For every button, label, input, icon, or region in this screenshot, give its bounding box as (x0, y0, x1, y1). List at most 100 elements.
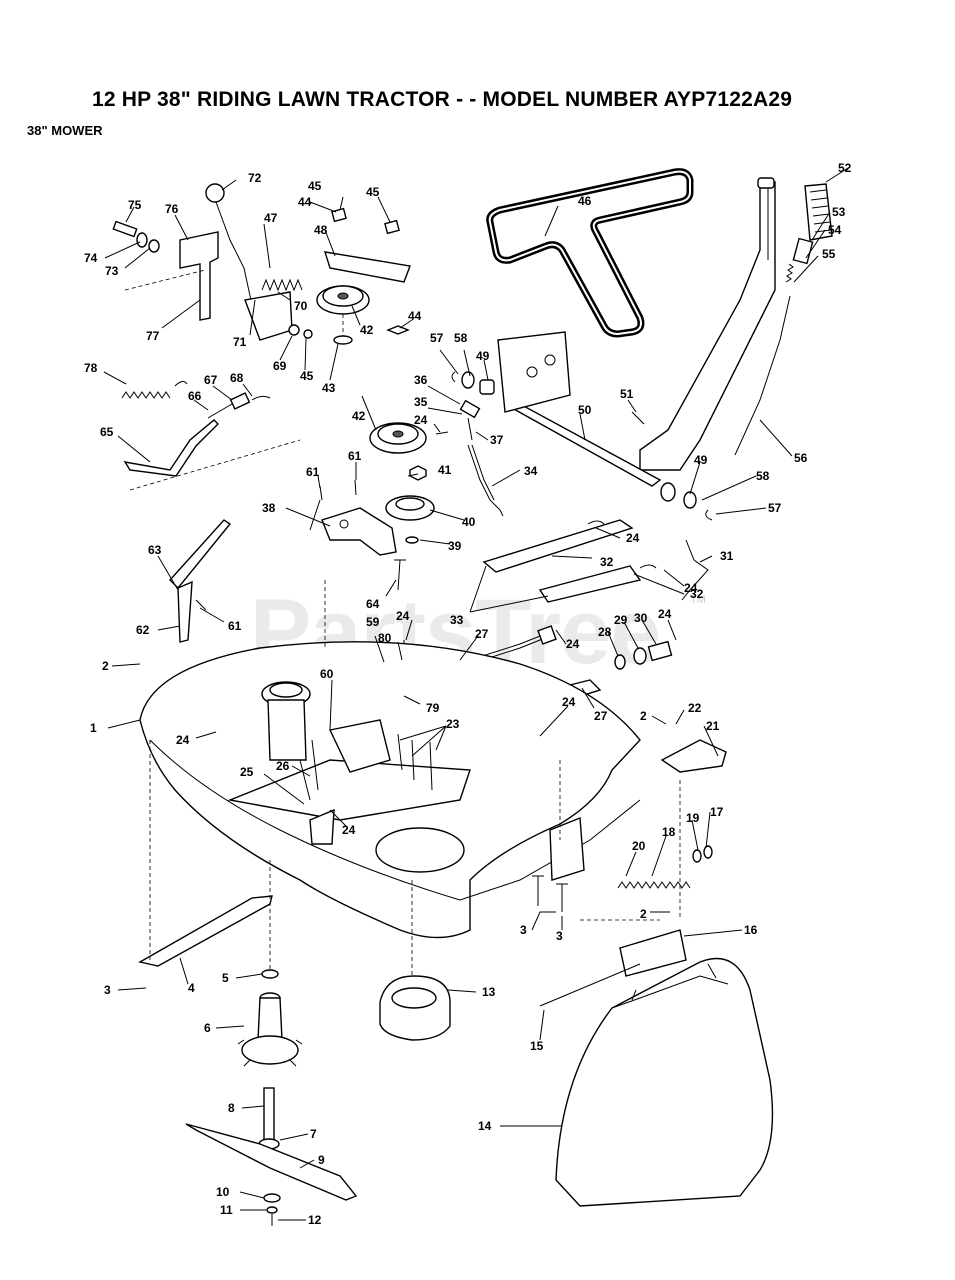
callout-72[interactable]: 72 (248, 171, 262, 185)
callout-60[interactable]: 60 (320, 667, 334, 681)
part-tension-spring[interactable] (121, 380, 271, 419)
callout-7[interactable]: 7 (310, 1127, 317, 1141)
part-rear-plate[interactable] (660, 739, 727, 773)
callout-66[interactable]: 66 (188, 389, 202, 403)
part-blade-spindle-housing[interactable] (237, 969, 303, 1067)
callout-61[interactable]: 61 (348, 449, 362, 463)
part-discharge-chute[interactable] (555, 957, 774, 1207)
part-front-hanger[interactable] (169, 519, 232, 643)
part-link-rod[interactable] (467, 444, 504, 517)
part-mower-deck[interactable] (139, 641, 641, 939)
callout-13[interactable]: 13 (482, 985, 496, 999)
callout-51[interactable]: 51 (620, 387, 634, 401)
callout-45[interactable]: 45 (366, 185, 380, 199)
callout-16[interactable]: 16 (744, 923, 758, 937)
callout-79[interactable]: 79 (426, 701, 440, 715)
callout-74[interactable]: 74 (84, 251, 98, 265)
callout-45[interactable]: 45 (300, 369, 314, 383)
part-spindle-shaft[interactable] (258, 1087, 280, 1150)
callout-4[interactable]: 4 (188, 981, 195, 995)
callout-6[interactable]: 6 (204, 1021, 211, 1035)
part-spindle-pulley[interactable] (385, 495, 435, 544)
part-bushings-and-clips[interactable] (451, 371, 713, 521)
callout-24[interactable]: 24 (562, 695, 576, 709)
callout-24[interactable]: 24 (658, 607, 672, 621)
callout-24[interactable]: 24 (342, 823, 356, 837)
callout-62[interactable]: 62 (136, 623, 150, 637)
part-nut[interactable] (409, 465, 427, 481)
callout-38[interactable]: 38 (262, 501, 276, 515)
callout-57[interactable]: 57 (768, 501, 782, 515)
callout-76[interactable]: 76 (165, 202, 179, 216)
callout-43[interactable]: 43 (322, 381, 336, 395)
callout-52[interactable]: 52 (838, 161, 852, 175)
callout-30[interactable]: 30 (634, 611, 648, 625)
callout-41[interactable]: 41 (438, 463, 452, 477)
callout-32[interactable]: 32 (600, 555, 614, 569)
callout-44[interactable]: 44 (408, 309, 422, 323)
callout-34[interactable]: 34 (524, 464, 538, 478)
callout-19[interactable]: 19 (686, 811, 700, 825)
part-bolt-washer-set[interactable] (112, 220, 160, 253)
callout-5[interactable]: 5 (222, 971, 229, 985)
part-spring-assembly[interactable] (244, 278, 313, 341)
callout-2[interactable]: 2 (640, 709, 647, 723)
callout-53[interactable]: 53 (832, 205, 846, 219)
callout-40[interactable]: 40 (462, 515, 476, 529)
part-clutch-lever-arm[interactable] (639, 177, 776, 471)
callout-24[interactable]: 24 (414, 413, 428, 427)
part-rod-end-hardware[interactable] (435, 399, 481, 441)
callout-77[interactable]: 77 (146, 329, 160, 343)
callout-31[interactable]: 31 (720, 549, 734, 563)
callout-3[interactable]: 3 (104, 983, 111, 997)
callout-50[interactable]: 50 (578, 403, 592, 417)
callout-42[interactable]: 42 (352, 409, 366, 423)
callout-18[interactable]: 18 (662, 825, 676, 839)
part-upper-pulley[interactable] (316, 285, 370, 345)
callout-24[interactable]: 24 (396, 609, 410, 623)
part-idler-arm-plate[interactable] (319, 479, 397, 556)
callout-69[interactable]: 69 (273, 359, 287, 373)
callout-68[interactable]: 68 (230, 371, 244, 385)
callout-70[interactable]: 70 (294, 299, 308, 313)
callout-49[interactable]: 49 (476, 349, 490, 363)
callout-64[interactable]: 64 (366, 597, 380, 611)
part-deck-hanger-rod[interactable] (539, 929, 687, 1007)
callout-14[interactable]: 14 (478, 1119, 492, 1133)
callout-1[interactable]: 1 (90, 721, 97, 735)
callout-22[interactable]: 22 (688, 701, 702, 715)
callout-2[interactable]: 2 (640, 907, 647, 921)
callout-10[interactable]: 10 (216, 1185, 230, 1199)
part-height-adjust-links[interactable] (482, 519, 657, 603)
callout-59[interactable]: 59 (366, 615, 380, 629)
callout-45[interactable]: 45 (308, 179, 322, 193)
callout-3[interactable]: 3 (556, 929, 563, 943)
callout-17[interactable]: 17 (710, 805, 724, 819)
callout-63[interactable]: 63 (148, 543, 162, 557)
part-cross-shaft[interactable] (497, 331, 662, 487)
callout-47[interactable]: 47 (264, 211, 278, 225)
callout-46[interactable]: 46 (578, 194, 592, 208)
callout-73[interactable]: 73 (105, 264, 119, 278)
callout-37[interactable]: 37 (490, 433, 504, 447)
callout-61[interactable]: 61 (306, 465, 320, 479)
callout-55[interactable]: 55 (822, 247, 836, 261)
part-pin[interactable] (631, 411, 645, 425)
callout-28[interactable]: 28 (598, 625, 612, 639)
part-washer[interactable] (386, 325, 410, 335)
callout-35[interactable]: 35 (414, 395, 428, 409)
callout-20[interactable]: 20 (632, 839, 646, 853)
callout-8[interactable]: 8 (228, 1101, 235, 1115)
callout-61[interactable]: 61 (228, 619, 242, 633)
callout-11[interactable]: 11 (220, 1203, 233, 1217)
callout-26[interactable]: 26 (276, 759, 290, 773)
callout-54[interactable]: 54 (828, 223, 842, 237)
callout-36[interactable]: 36 (414, 373, 428, 387)
callout-24[interactable]: 24 (176, 733, 190, 747)
part-drive-belt[interactable] (486, 168, 694, 338)
callout-24[interactable]: 24 (626, 531, 640, 545)
part-pedal-pad[interactable] (734, 183, 833, 456)
callout-65[interactable]: 65 (100, 425, 114, 439)
part-spindle-guard[interactable] (379, 975, 451, 1041)
callout-39[interactable]: 39 (448, 539, 462, 553)
